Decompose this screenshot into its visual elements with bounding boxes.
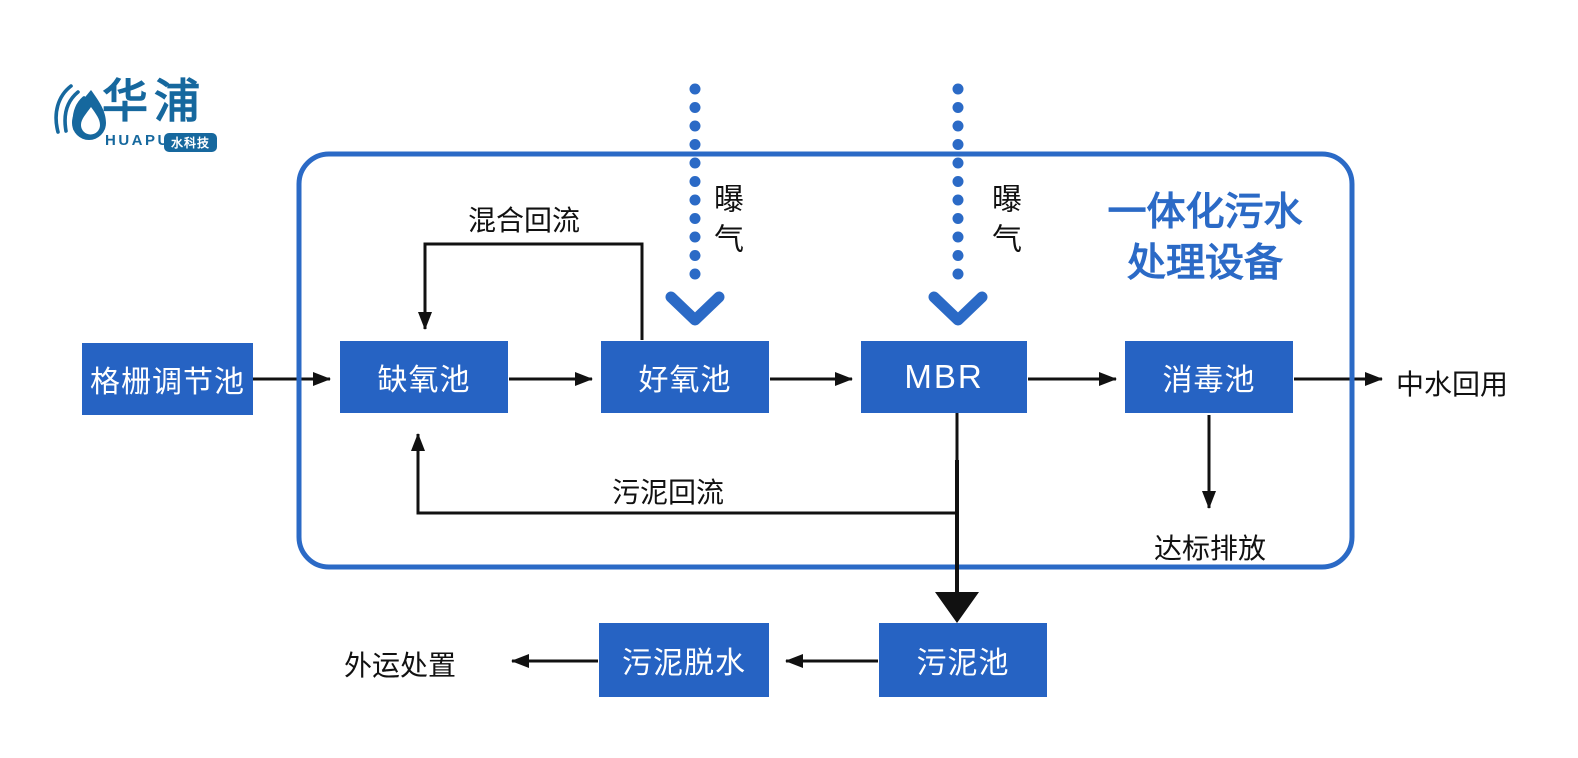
brand-latin: HUAPU: [105, 132, 171, 149]
node-screen-regulating-tank: 格栅调节池: [82, 343, 253, 415]
node-aerobic-tank: 好氧池: [601, 341, 769, 413]
node-mbr: MBR: [861, 341, 1027, 413]
brand-logo: 华浦 HUAPU 水科技: [50, 78, 240, 162]
aeration-arrowhead-mbr: [928, 291, 988, 326]
arrow-mbr-to-sludgetank: [935, 460, 979, 623]
node-anoxic-tank: 缺氧池: [340, 341, 508, 413]
aeration-arrowhead-aerobic: [665, 291, 725, 326]
node-disinfection-tank: 消毒池: [1125, 341, 1293, 413]
arrow-mixed-reflux: [418, 242, 644, 340]
equipment-enclosure-border: [296, 151, 1355, 570]
label-mixed-reflux: 混合回流: [468, 205, 581, 236]
brand-name: 华浦: [102, 75, 206, 127]
label-water-reuse: 中水回用: [1396, 369, 1509, 400]
node-label: 消毒池: [1162, 364, 1256, 397]
node-label: 格栅调节池: [90, 366, 245, 399]
node-label: 好氧池: [638, 364, 732, 397]
label-aeration-aerobic: 曝气: [709, 183, 742, 263]
brand-badge: 水科技: [164, 133, 218, 152]
diagram-title-line1: 一体化污水: [1107, 191, 1303, 234]
node-label: MBR: [904, 358, 984, 395]
diagram-title: 一体化污水 处理设备: [1075, 188, 1335, 289]
node-sludge-tank: 污泥池: [879, 623, 1047, 697]
water-drop-icon: [54, 84, 106, 140]
node-sludge-dewatering: 污泥脱水: [599, 623, 769, 697]
label-sludge-reflux: 污泥回流: [612, 477, 725, 508]
label-aeration-mbr: 曝气: [987, 183, 1020, 263]
label-offsite-disposal: 外运处置: [344, 650, 457, 681]
node-label: 缺氧池: [377, 364, 471, 397]
label-standard-discharge: 达标排放: [1153, 533, 1266, 564]
process-flow-arrows: [253, 242, 1383, 668]
node-label: 污泥池: [916, 647, 1010, 680]
aeration-arrows: [665, 83, 988, 326]
node-label: 污泥脱水: [622, 647, 746, 680]
diagram-title-line2: 处理设备: [1126, 241, 1283, 285]
arrowhead-sludge-tank: [935, 592, 979, 623]
